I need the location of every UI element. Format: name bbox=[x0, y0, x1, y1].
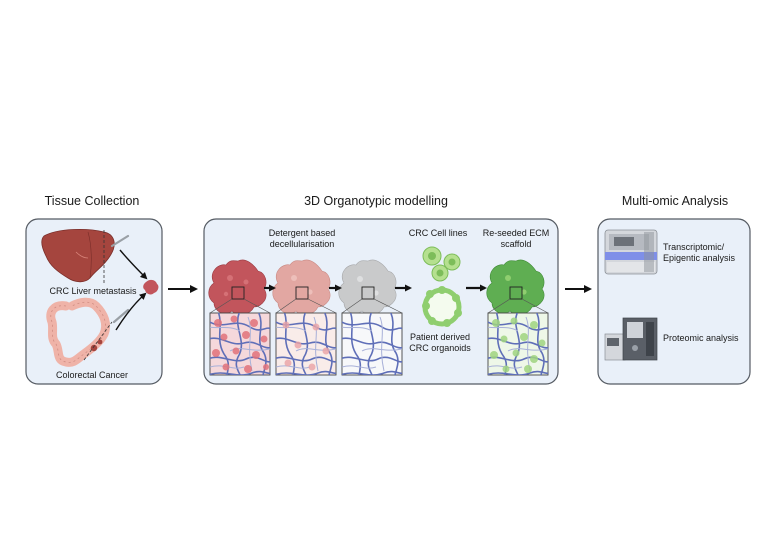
biopsy-needle-liver-icon bbox=[110, 234, 130, 248]
decellularisation-label-line2: decellularisation bbox=[270, 239, 335, 249]
mass-spectrometer-icon bbox=[604, 317, 658, 361]
tumour-matrix-inset bbox=[209, 312, 271, 376]
arrow-colon-to-sample bbox=[115, 292, 147, 331]
acellular-scaffold-blob bbox=[338, 259, 397, 315]
arrow-liver-to-sample bbox=[119, 249, 148, 280]
patient-organoid-icon bbox=[422, 286, 462, 327]
patient-organoids-label-line1: Patient derived bbox=[410, 332, 470, 342]
sequencer-instrument-icon bbox=[604, 229, 658, 275]
reseeded-matrix-inset bbox=[487, 312, 549, 376]
tissue-collection-title: Tissue Collection bbox=[45, 194, 140, 208]
crc-cell-lines-label: CRC Cell lines bbox=[409, 228, 468, 238]
patient-organoids-label-line2: CRC organoids bbox=[409, 343, 471, 353]
crc-cell-lines-icon bbox=[422, 246, 461, 282]
reseeded-scaffold-label-line1: Re-seeded ECM bbox=[483, 228, 550, 238]
colon-illustration bbox=[46, 297, 113, 367]
tumour-tissue-blob bbox=[208, 259, 267, 315]
transcriptomic-label-line2: Epigentic analysis bbox=[663, 253, 736, 263]
proteomic-analysis-label: Proteomic analysis bbox=[663, 333, 739, 343]
reseeded-scaffold-blob bbox=[486, 259, 545, 315]
reseeded-scaffold-label-line2: scaffold bbox=[501, 239, 532, 249]
multi-omic-analysis-title: Multi-omic Analysis bbox=[622, 194, 728, 208]
collected-tissue-sample-icon bbox=[143, 279, 159, 295]
zoom-lines bbox=[209, 298, 549, 314]
liver-illustration bbox=[41, 228, 115, 284]
colorectal-cancer-label: Colorectal Cancer bbox=[56, 370, 128, 380]
decellularising-tissue-blob bbox=[272, 259, 331, 315]
liver-metastasis-label: CRC Liver metastasis bbox=[49, 286, 137, 296]
organotypic-modelling-title: 3D Organotypic modelling bbox=[304, 194, 448, 208]
transcriptomic-label-line1: Transcriptomic/ bbox=[663, 242, 725, 252]
decellularised-matrix-inset bbox=[275, 312, 337, 376]
biopsy-needle-colon-icon bbox=[112, 308, 130, 324]
decellularisation-label-line1: Detergent based bbox=[269, 228, 336, 238]
acellular-matrix-inset bbox=[341, 312, 403, 376]
